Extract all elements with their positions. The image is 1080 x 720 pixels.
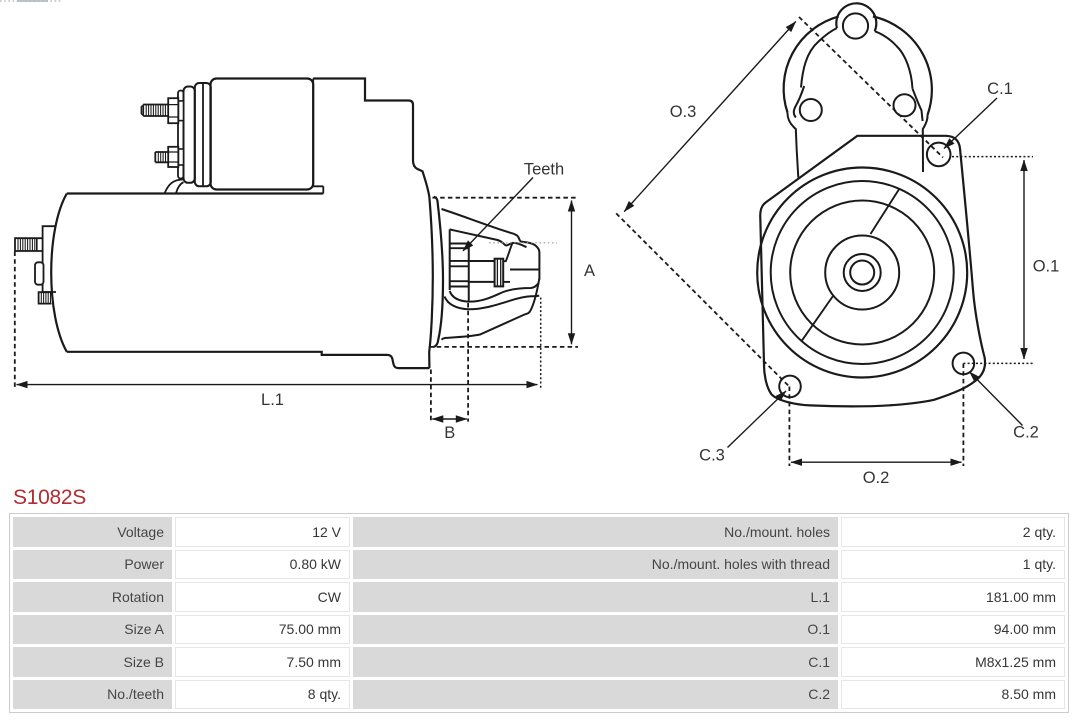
svg-text:C.3: C.3 bbox=[699, 447, 725, 465]
svg-text:O.1: O.1 bbox=[1033, 258, 1060, 276]
svg-text:L.1: L.1 bbox=[261, 391, 284, 409]
svg-text:O.3: O.3 bbox=[670, 103, 697, 121]
svg-text:O.2: O.2 bbox=[863, 469, 890, 487]
svg-text:C.1: C.1 bbox=[987, 80, 1013, 98]
svg-text:B: B bbox=[444, 424, 455, 442]
svg-text:A: A bbox=[584, 262, 595, 280]
svg-text:Teeth: Teeth bbox=[524, 161, 564, 179]
svg-text:C.2: C.2 bbox=[1013, 424, 1039, 442]
